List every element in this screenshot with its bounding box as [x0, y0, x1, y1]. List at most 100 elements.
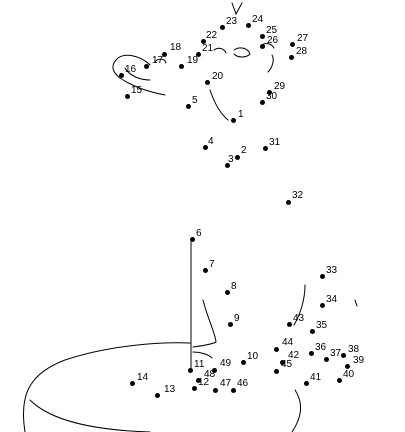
dot-number-15: 15 — [131, 85, 143, 96]
dot-39[interactable] — [344, 363, 350, 369]
dot-number-37: 37 — [330, 348, 342, 359]
dot-number-14: 14 — [137, 372, 149, 383]
dot-number-2: 2 — [241, 145, 247, 156]
dot-number-8: 8 — [231, 281, 237, 292]
dot-number-47: 47 — [220, 378, 232, 389]
dot-number-46: 46 — [237, 378, 249, 389]
dot-number-18: 18 — [170, 42, 182, 53]
dot-17[interactable] — [143, 63, 149, 69]
dot-number-29: 29 — [274, 81, 286, 92]
dot-8[interactable] — [224, 289, 230, 295]
dot-36[interactable] — [308, 350, 314, 356]
dot-42[interactable] — [279, 359, 285, 365]
dot-23[interactable] — [219, 24, 225, 30]
dot-number-44: 44 — [282, 337, 294, 348]
dot-31[interactable] — [262, 145, 268, 151]
dot-33[interactable] — [319, 273, 325, 279]
dot-21[interactable] — [195, 51, 201, 57]
dot-number-10: 10 — [247, 351, 259, 362]
dot-number-21: 21 — [202, 43, 214, 54]
dot-18[interactable] — [161, 51, 167, 57]
dot-16[interactable] — [118, 72, 124, 78]
dot-4[interactable] — [202, 144, 208, 150]
dot-30[interactable] — [259, 99, 265, 105]
dot-number-45: 45 — [281, 359, 293, 370]
dot-5[interactable] — [185, 103, 191, 109]
dot-29[interactable] — [266, 89, 272, 95]
dot-34[interactable] — [319, 302, 325, 308]
dot-46[interactable] — [230, 387, 236, 393]
dot-19[interactable] — [178, 63, 184, 69]
dot-10[interactable] — [240, 359, 246, 365]
dot-25[interactable] — [259, 33, 265, 39]
dot-number-4: 4 — [208, 136, 214, 147]
dot-number-7: 7 — [209, 259, 215, 270]
dot-27[interactable] — [289, 41, 295, 47]
dot-44[interactable] — [273, 346, 279, 352]
dot-12[interactable] — [191, 385, 197, 391]
dot-22[interactable] — [200, 38, 206, 44]
dot-number-24: 24 — [252, 14, 264, 25]
dot-7[interactable] — [202, 267, 208, 273]
dot-number-39: 39 — [353, 355, 365, 366]
dot-number-41: 41 — [310, 372, 322, 383]
dot-number-49: 49 — [220, 358, 232, 369]
dot-37[interactable] — [323, 356, 329, 362]
dot-26[interactable] — [259, 43, 265, 49]
dot-45[interactable] — [273, 368, 279, 374]
dot-number-5: 5 — [192, 95, 198, 106]
dot-number-30: 30 — [266, 91, 278, 102]
plate-outline — [22, 342, 191, 432]
dot-number-6: 6 — [196, 228, 202, 239]
dot-number-11: 11 — [194, 359, 205, 370]
dot-number-43: 43 — [293, 313, 305, 324]
dot-41[interactable] — [303, 380, 309, 386]
dot-number-26: 26 — [267, 35, 279, 46]
dot-number-9: 9 — [234, 313, 240, 324]
dot-6[interactable] — [189, 236, 195, 242]
dot-number-40: 40 — [343, 369, 355, 380]
dot-24[interactable] — [245, 22, 251, 28]
dot-number-28: 28 — [296, 46, 308, 57]
dot-47[interactable] — [212, 387, 218, 393]
dot-49[interactable] — [211, 367, 217, 373]
eye-right — [233, 47, 251, 58]
dot-11[interactable] — [187, 367, 193, 373]
plate-right-edge — [291, 389, 302, 432]
dot-38[interactable] — [340, 352, 346, 358]
dot-number-27: 27 — [297, 33, 309, 44]
dot-20[interactable] — [204, 79, 210, 85]
dot-1[interactable] — [230, 117, 236, 123]
dot-number-19: 19 — [187, 55, 199, 66]
dot-number-38: 38 — [348, 344, 360, 355]
dot-28[interactable] — [288, 54, 294, 60]
dot-35[interactable] — [309, 328, 315, 334]
dot-32[interactable] — [285, 199, 291, 205]
dot-number-42: 42 — [288, 350, 300, 361]
dot-number-48: 48 — [204, 369, 216, 380]
plate-rim — [29, 399, 151, 432]
whisker-line — [209, 89, 229, 121]
left-ear-outline — [112, 54, 166, 96]
left-ear-inner — [124, 67, 151, 81]
dot-number-16: 16 — [125, 64, 137, 75]
eye-left — [213, 47, 227, 54]
dot-40[interactable] — [336, 377, 342, 383]
dot-2[interactable] — [234, 154, 240, 160]
dot-9[interactable] — [227, 321, 233, 327]
dot-number-1: 1 — [238, 109, 244, 120]
dot-48[interactable] — [195, 377, 201, 383]
dot-number-33: 33 — [326, 265, 338, 276]
dot-number-31: 31 — [269, 137, 281, 148]
dot-43[interactable] — [286, 321, 292, 327]
dot-14[interactable] — [129, 380, 135, 386]
dot-15[interactable] — [124, 93, 130, 99]
dot-3[interactable] — [224, 162, 230, 168]
dot-number-25: 25 — [266, 25, 278, 36]
dot-number-20: 20 — [212, 71, 224, 82]
stem-inner — [192, 351, 213, 359]
dot-13[interactable] — [154, 392, 160, 398]
dot-number-35: 35 — [316, 320, 328, 331]
